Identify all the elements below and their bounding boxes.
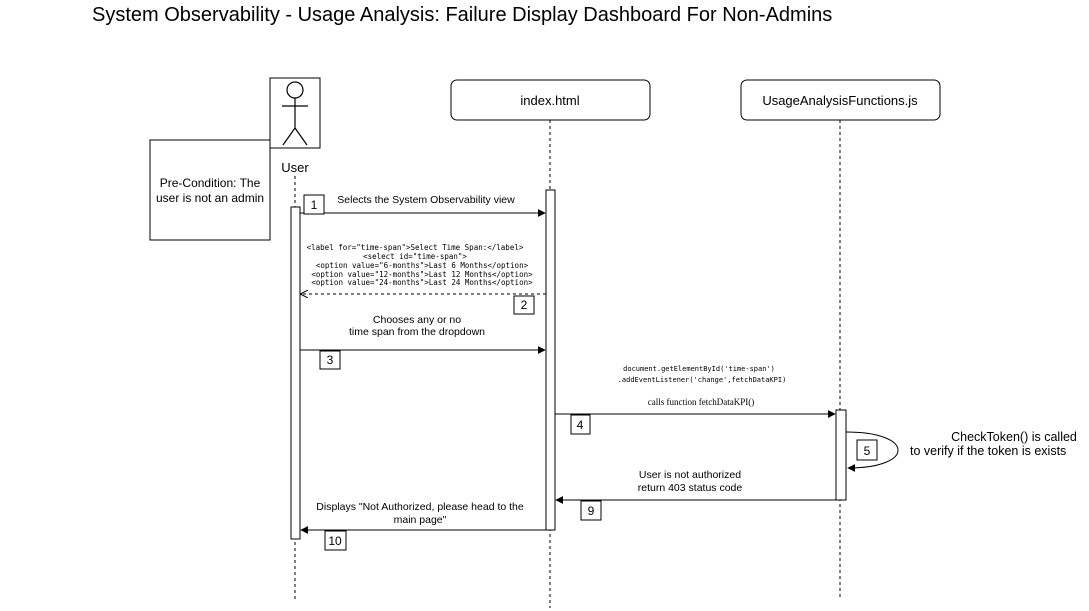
message-1-label: Selects the System Observability view bbox=[337, 194, 515, 206]
message-1: Selects the System Observability view 1 bbox=[300, 194, 546, 217]
message-5-line-2: to verify if the token is exists bbox=[910, 444, 1066, 458]
message-5-line-1: CheckToken() is called bbox=[951, 430, 1077, 444]
message-2-line-5: <option value="24-months">Last 24 Months… bbox=[311, 278, 533, 287]
message-9-line-2: return 403 status code bbox=[638, 482, 743, 494]
precondition-note: Pre-Condition: The user is not an admin bbox=[149, 139, 271, 241]
message-10-line-2: main page" bbox=[394, 514, 447, 526]
activation-bar-user bbox=[290, 206, 301, 540]
message-3-line-1: Chooses any or no bbox=[373, 314, 461, 326]
message-10-line-1: Displays "Not Authorized, please head to… bbox=[316, 501, 524, 513]
message-4-code-1: document.getElementById('time-span') bbox=[623, 365, 775, 373]
message-10: Displays "Not Authorized, please head to… bbox=[300, 501, 546, 551]
diagram-title: System Observability - Usage Analysis: F… bbox=[92, 4, 833, 26]
message-2-line-1: <label for="time-span">Select Time Span:… bbox=[307, 243, 524, 252]
message-10-number: 10 bbox=[328, 534, 342, 548]
stick-figure-icon bbox=[282, 81, 308, 146]
message-3-number: 3 bbox=[327, 353, 334, 367]
message-4: document.getElementById('time-span') .ad… bbox=[555, 365, 836, 435]
message-9-number: 9 bbox=[588, 504, 595, 518]
activation-bar-index-html bbox=[545, 189, 556, 531]
message-4-code-2: .addEventListener('change',fetchDataKPI) bbox=[618, 376, 787, 384]
message-3: Chooses any or no time span from the dro… bbox=[300, 314, 546, 370]
message-2: <label for="time-span">Select Time Span:… bbox=[301, 243, 546, 315]
message-2-number: 2 bbox=[521, 298, 528, 312]
participant-label-usage-analysis-functions: UsageAnalysisFunctions.js bbox=[762, 93, 918, 108]
participant-index-html: index.html bbox=[450, 79, 651, 121]
message-2-line-2: <select id="time-span"> bbox=[363, 252, 467, 261]
message-5-number: 5 bbox=[864, 444, 871, 458]
message-9: User is not authorized return 403 status… bbox=[555, 469, 836, 521]
message-4-number: 4 bbox=[577, 418, 584, 432]
precondition-line-2: user is not an admin bbox=[156, 191, 264, 205]
participant-label-index-html: index.html bbox=[520, 93, 579, 108]
message-2-line-4: <option value="12-months">Last 12 Months… bbox=[311, 270, 533, 279]
message-5: 5 CheckToken() is called to verify if th… bbox=[845, 430, 1077, 472]
precondition-line-1: Pre-Condition: The bbox=[160, 176, 261, 190]
participant-usage-analysis-functions: UsageAnalysisFunctions.js bbox=[740, 79, 941, 121]
message-2-line-3: <option value="6-months">Last 6 Months</… bbox=[316, 261, 529, 270]
message-3-line-2: time span from the dropdown bbox=[349, 326, 485, 338]
activation-bar-usage-analysis-functions bbox=[835, 409, 847, 501]
message-1-number: 1 bbox=[311, 198, 318, 212]
message-4-label: calls function fetchDataKPI() bbox=[648, 397, 754, 407]
actor-label: User bbox=[281, 160, 309, 175]
actor-user: User bbox=[269, 77, 321, 175]
message-9-line-1: User is not authorized bbox=[639, 469, 741, 481]
